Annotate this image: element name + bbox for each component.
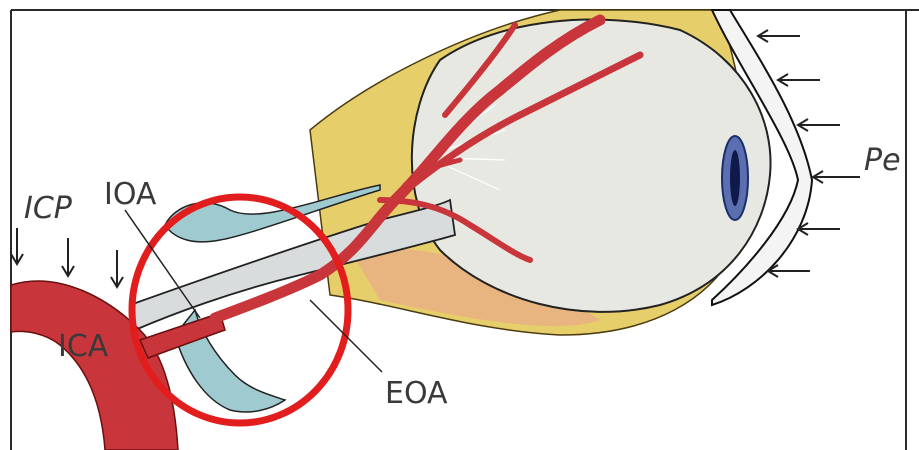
eoa-label: EOA <box>385 376 448 411</box>
left-arrow-icon <box>798 223 840 235</box>
pe-label: Pe <box>864 143 901 178</box>
left-arrow-icon <box>813 171 860 183</box>
pupil <box>730 150 740 206</box>
eyeball <box>412 20 771 312</box>
left-arrow-icon <box>768 265 810 277</box>
left-arrow-icon <box>778 74 820 86</box>
down-arrow-icon <box>11 228 23 264</box>
down-arrow-icon <box>62 238 74 276</box>
down-arrow-icon <box>111 250 123 287</box>
icp-label: ICP <box>24 191 73 226</box>
ioa-label: IOA <box>104 177 157 212</box>
icp-arrows <box>11 228 123 287</box>
ica-label: ICA <box>58 329 109 364</box>
left-arrow-icon <box>758 30 800 42</box>
left-arrow-icon <box>798 119 840 131</box>
